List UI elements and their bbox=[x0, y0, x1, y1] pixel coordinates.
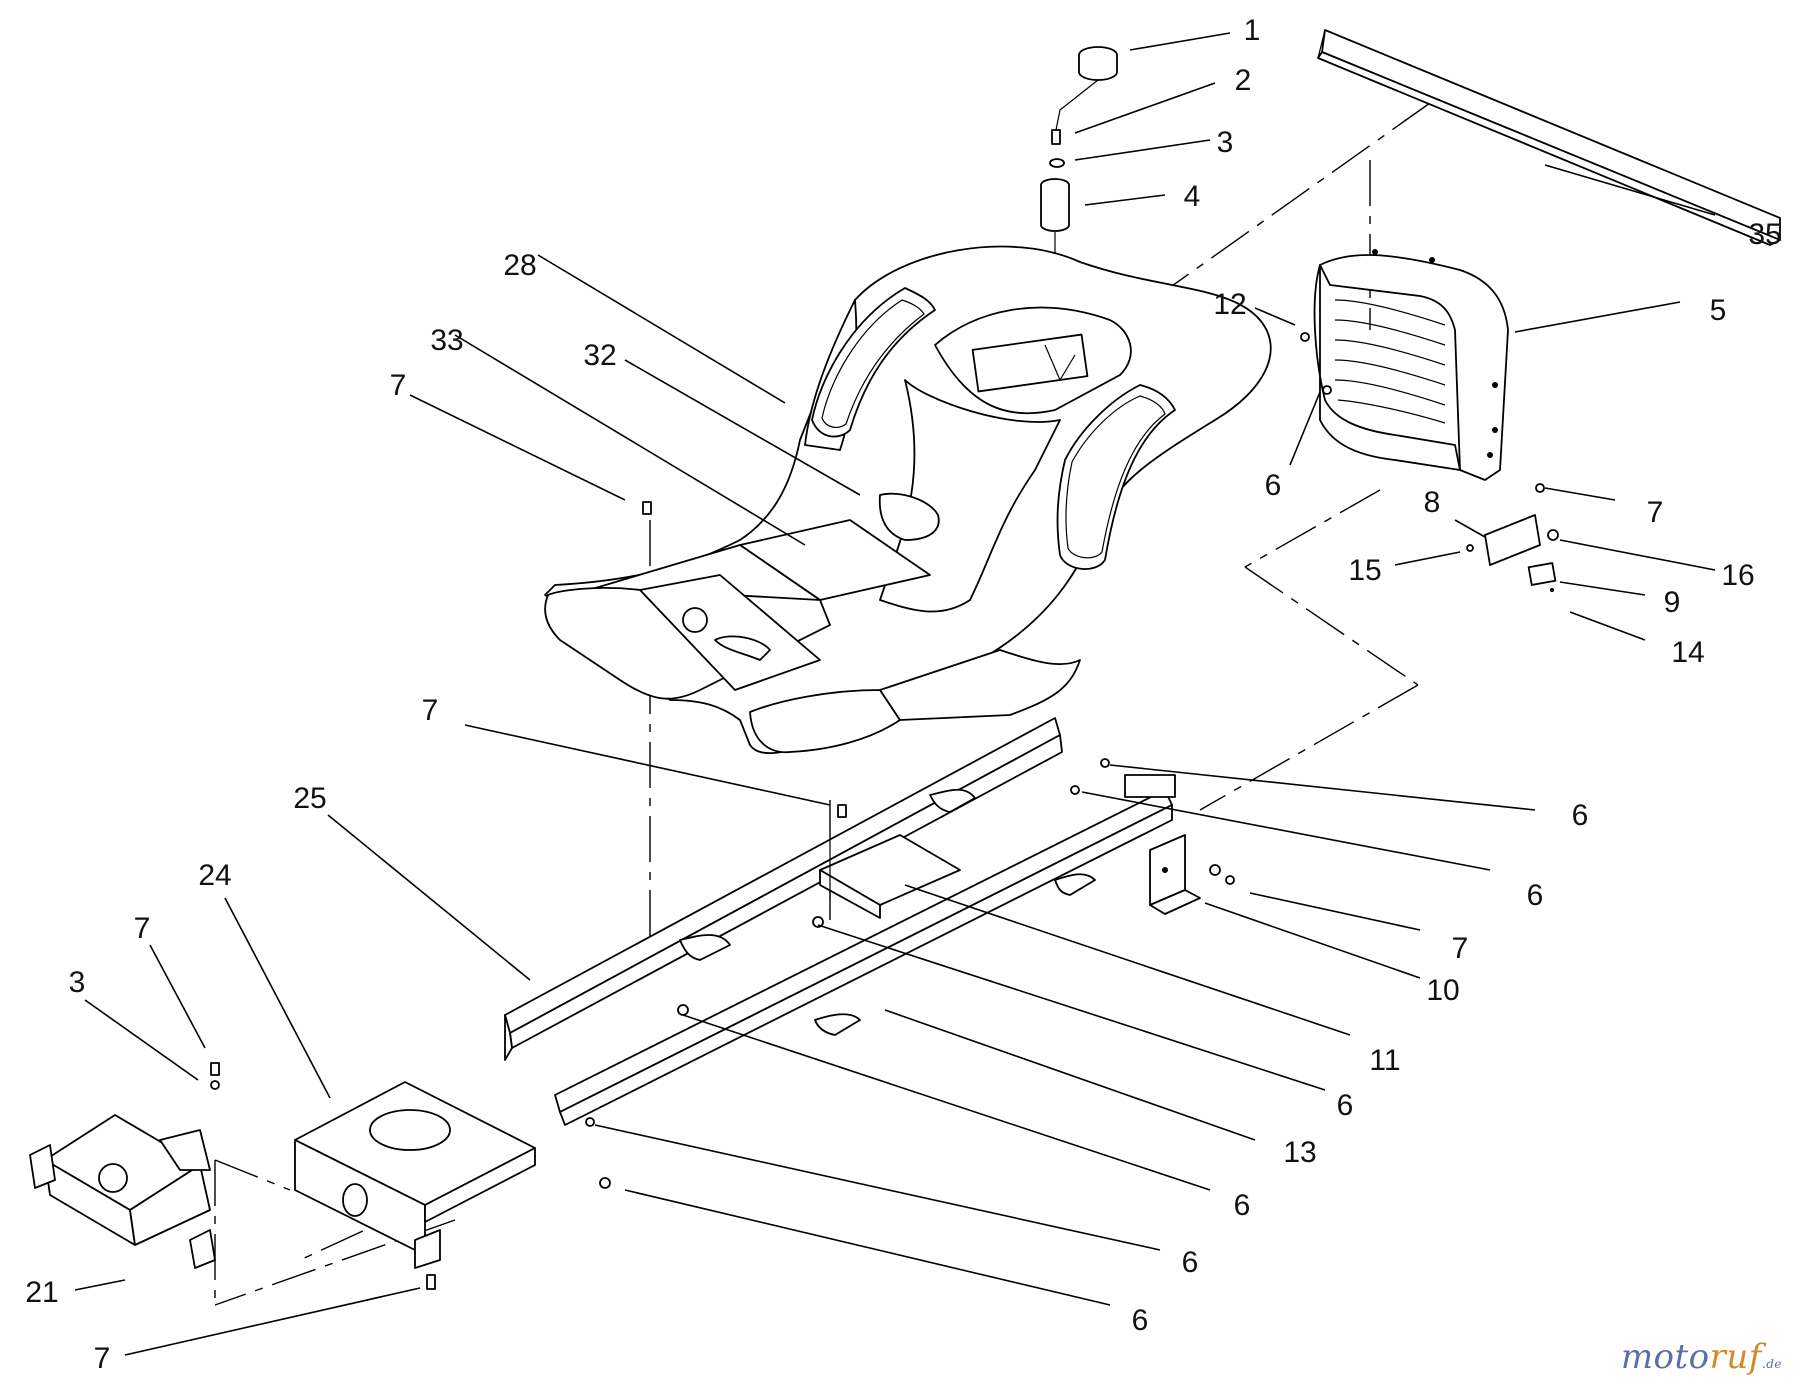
callout-10: 10 bbox=[1426, 974, 1459, 1007]
callout-16: 16 bbox=[1721, 559, 1754, 592]
callout-numbers: 1 2 3 4 35 28 33 32 7 12 5 6 7 8 16 15 9… bbox=[25, 14, 1781, 1375]
part-3-washer bbox=[1049, 158, 1065, 168]
callout-33: 33 bbox=[430, 324, 463, 357]
part-9-switch bbox=[1527, 562, 1557, 592]
callout-14: 14 bbox=[1671, 636, 1704, 669]
fasteners-lower bbox=[210, 501, 1110, 1290]
part-35-bar bbox=[1317, 29, 1781, 246]
watermark-part-c: .de bbox=[1761, 1357, 1782, 1371]
callout-1: 1 bbox=[1244, 14, 1261, 47]
leader-lines bbox=[74, 32, 1716, 1356]
part-28-body-pan bbox=[544, 245, 1272, 755]
watermark-logo: motoruf.de bbox=[1621, 1337, 1782, 1377]
part-13-right-rail bbox=[554, 774, 1176, 1126]
callout-9: 9 bbox=[1664, 586, 1681, 619]
callout-3: 3 bbox=[1217, 126, 1234, 159]
part-1-knob bbox=[1054, 46, 1118, 136]
callout-7e: 7 bbox=[134, 912, 151, 945]
callout-3b: 3 bbox=[69, 966, 86, 999]
callout-35: 35 bbox=[1748, 218, 1781, 251]
callout-7d: 7 bbox=[1452, 932, 1469, 965]
callout-7b: 7 bbox=[1647, 496, 1664, 529]
part-11-cross-member bbox=[819, 834, 961, 919]
callout-8: 8 bbox=[1424, 486, 1441, 519]
callout-12: 12 bbox=[1213, 288, 1246, 321]
callout-6g: 6 bbox=[1132, 1304, 1149, 1337]
callout-32: 32 bbox=[583, 339, 616, 372]
callout-7f: 7 bbox=[94, 1342, 111, 1375]
part-5-rear-guard bbox=[1313, 249, 1509, 481]
callout-6d: 6 bbox=[1337, 1089, 1354, 1122]
callout-11: 11 bbox=[1369, 1044, 1400, 1077]
part-10-bracket bbox=[1149, 834, 1235, 915]
fasteners-rear bbox=[1300, 332, 1545, 493]
part-25-frame-rail bbox=[504, 717, 1063, 1061]
callout-6b: 6 bbox=[1572, 799, 1589, 832]
callout-28: 28 bbox=[503, 249, 536, 282]
callout-25: 25 bbox=[293, 782, 326, 815]
callout-7c: 7 bbox=[422, 694, 439, 727]
callout-24: 24 bbox=[198, 859, 231, 892]
part-2-screw bbox=[1051, 129, 1061, 145]
watermark-part-a: moto bbox=[1620, 1337, 1710, 1377]
callout-6c: 6 bbox=[1527, 879, 1544, 912]
callout-5: 5 bbox=[1710, 294, 1727, 327]
callout-4: 4 bbox=[1184, 180, 1201, 213]
watermark-part-b: ruf bbox=[1709, 1337, 1762, 1377]
part-21-bracket bbox=[29, 1114, 216, 1269]
callout-13: 13 bbox=[1283, 1136, 1316, 1169]
callout-21: 21 bbox=[25, 1276, 58, 1309]
callout-7a: 7 bbox=[390, 369, 407, 402]
callout-6a: 6 bbox=[1265, 469, 1282, 502]
callout-6f: 6 bbox=[1182, 1246, 1199, 1279]
callout-6e: 6 bbox=[1234, 1189, 1251, 1222]
part-8-bracket bbox=[1466, 514, 1559, 566]
callout-2: 2 bbox=[1235, 64, 1252, 97]
part-24-plate bbox=[294, 1081, 536, 1269]
callout-15: 15 bbox=[1348, 554, 1381, 587]
